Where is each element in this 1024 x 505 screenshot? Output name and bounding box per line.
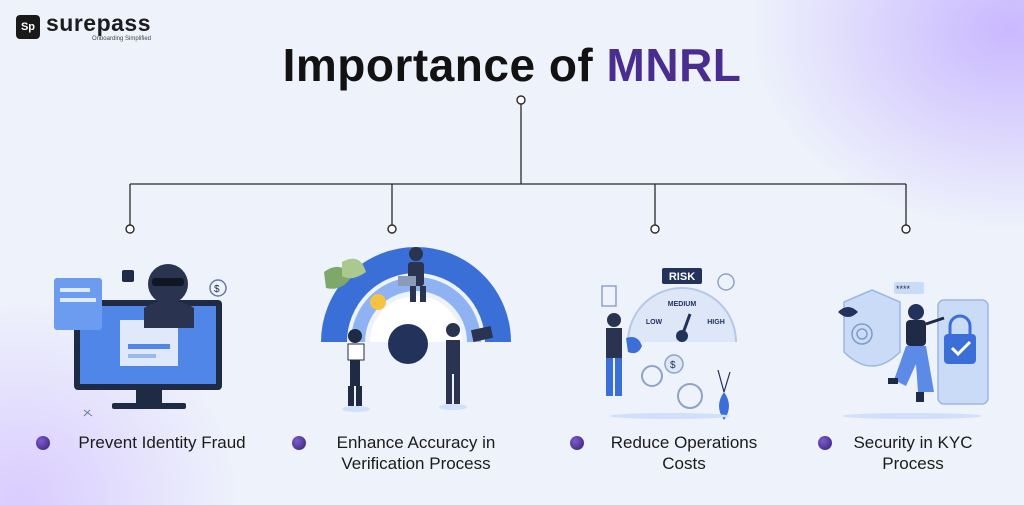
svg-text:****: **** bbox=[896, 284, 911, 294]
leaf-node-4 bbox=[901, 224, 911, 234]
svg-text:$: $ bbox=[670, 360, 676, 371]
target-accuracy-icon bbox=[321, 247, 511, 412]
bullet-icon bbox=[570, 436, 584, 450]
risk-gauge-icon: RISK MEDIUM LOW HIGH $ bbox=[601, 268, 737, 420]
item-label: Security in KYC Process bbox=[853, 433, 973, 473]
item-reduce-operations-costs: Reduce Operations Costs bbox=[570, 432, 774, 474]
item-prevent-identity-fraud: Prevent Identity Fraud bbox=[36, 432, 264, 453]
logo-name: surepass bbox=[46, 10, 152, 36]
leaf-node-2 bbox=[387, 224, 397, 234]
item-label: Prevent Identity Fraud bbox=[78, 433, 246, 452]
item-enhance-accuracy: Enhance Accuracy in Verification Process bbox=[292, 432, 516, 474]
title-accent: MNRL bbox=[606, 39, 742, 91]
svg-text:MEDIUM: MEDIUM bbox=[668, 301, 697, 308]
svg-text:RISK: RISK bbox=[669, 271, 695, 283]
svg-text:HIGH: HIGH bbox=[707, 319, 725, 326]
bullet-icon bbox=[292, 436, 306, 450]
bullet-icon bbox=[36, 436, 50, 450]
logo-badge: Sp bbox=[16, 15, 40, 39]
root-node bbox=[516, 95, 526, 105]
item-label: Reduce Operations Costs bbox=[610, 433, 758, 473]
hacker-computer-icon: $ bbox=[54, 264, 227, 417]
item-security-in-kyc: Security in KYC Process bbox=[818, 432, 984, 474]
item-label: Enhance Accuracy in Verification Process bbox=[336, 433, 496, 473]
leaf-node-1 bbox=[125, 224, 135, 234]
leaf-node-3 bbox=[650, 224, 660, 234]
title-main: Importance of bbox=[282, 39, 594, 91]
svg-text:$: $ bbox=[214, 284, 220, 295]
bullet-icon bbox=[818, 436, 832, 450]
security-shield-icon: **** bbox=[838, 282, 989, 419]
surepass-logo: Sp surepass Onboarding Simplified bbox=[16, 12, 151, 42]
svg-text:LOW: LOW bbox=[646, 319, 663, 326]
page-title: Importance of MNRL bbox=[0, 38, 1024, 92]
logo-tagline: Onboarding Simplified bbox=[91, 36, 152, 42]
